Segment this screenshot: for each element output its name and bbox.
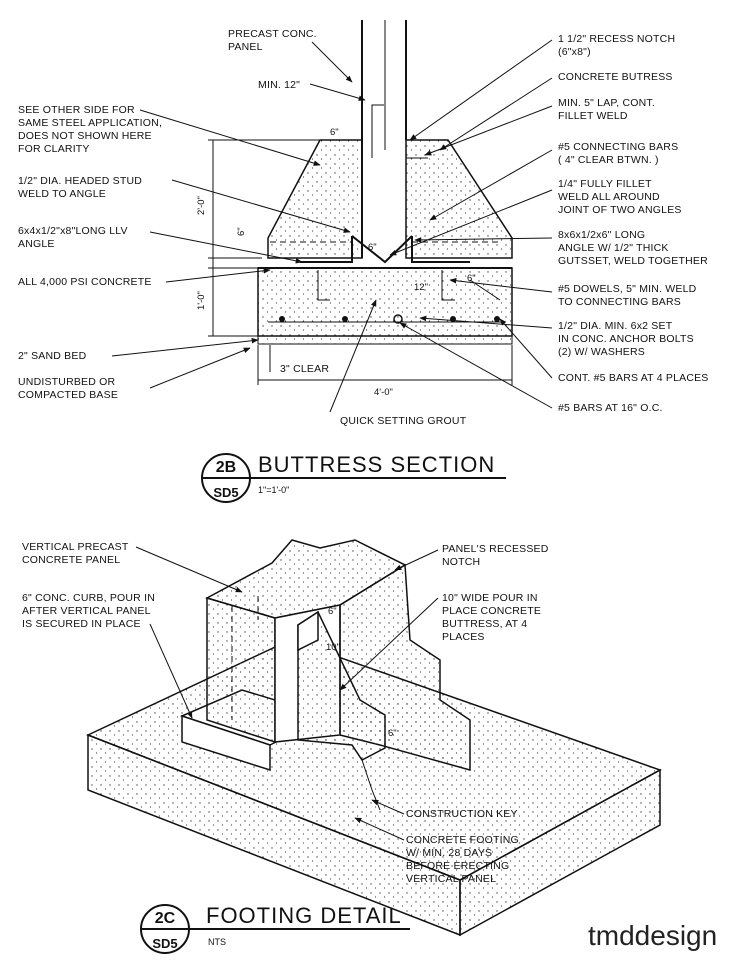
section-tag-number: 2B xyxy=(216,459,236,476)
label: PRECAST CONC. xyxy=(228,28,317,40)
label: ALL 4,000 PSI CONCRETE xyxy=(18,276,152,288)
label: CONCRETE FOOTING xyxy=(406,834,519,846)
dim-6in-bottom: 6" xyxy=(388,728,397,739)
label: NOTCH xyxy=(442,556,480,568)
label: FOR CLARITY xyxy=(18,143,90,155)
label: 1/4" FULLY FILLET xyxy=(558,178,652,190)
label: 10" WIDE POUR IN xyxy=(442,592,538,604)
label: IS SECURED IN PLACE xyxy=(22,618,141,630)
label: ANGLE W/ 1/2" THICK xyxy=(558,242,669,254)
footing-left-labels: VERTICAL PRECAST CONCRETE PANEL 6" CONC.… xyxy=(22,541,155,630)
label: GUTSSET, WELD TOGETHER xyxy=(558,255,708,267)
dim-4ft: 4'-0" xyxy=(374,387,393,398)
label: CONCRETE BUTRESS xyxy=(558,71,673,83)
dim-6in-right: 6" xyxy=(467,273,476,284)
label: SEE OTHER SIDE FOR xyxy=(18,104,135,116)
label: #5 BARS AT 16" O.C. xyxy=(558,402,663,414)
buttress-section-drawing xyxy=(111,20,553,413)
dim-6in-left: 6" xyxy=(236,227,247,236)
label: 6" CONC. CURB, POUR IN xyxy=(22,592,155,604)
label: VERTICAL PRECAST xyxy=(22,541,129,553)
label: #5 DOWELS, 5" MIN. WELD xyxy=(558,283,697,295)
section-tag-number: 2C xyxy=(155,910,176,927)
buttress-title-block: 2B SD5 BUTTRESS SECTION 1"=1'-0" xyxy=(201,452,506,503)
label: 6x4x1/2"x8"LONG LLV xyxy=(18,225,128,237)
label: 2" SAND BED xyxy=(18,350,87,362)
label: CONT. #5 BARS AT 4 PLACES xyxy=(558,372,709,384)
label: VERTICAL PANEL xyxy=(406,873,496,885)
section-tag-sheet: SD5 xyxy=(152,936,177,951)
label: (6"x8") xyxy=(558,46,591,58)
section-title: FOOTING DETAIL xyxy=(206,903,402,928)
label: AFTER VERTICAL PANEL xyxy=(22,605,151,617)
label: ANGLE xyxy=(18,238,55,250)
label: PANEL'S RECESSED xyxy=(442,543,549,555)
label: CONCRETE PANEL xyxy=(22,554,120,566)
label: WELD TO ANGLE xyxy=(18,188,106,200)
dim-1ft: 1'-0" xyxy=(196,291,207,310)
dim-12in: 12" xyxy=(414,282,428,293)
footing-detail-drawing xyxy=(86,539,662,937)
buttress-right-labels: 1 1/2" RECESS NOTCH (6"x8") CONCRETE BUT… xyxy=(558,33,709,414)
label: (2) W/ WASHERS xyxy=(558,346,645,358)
label: 3" CLEAR xyxy=(280,363,329,375)
dim-10in: 10" xyxy=(326,642,340,653)
label: PLACES xyxy=(442,631,485,643)
label: CONSTRUCTION KEY xyxy=(406,808,518,820)
section-scale: 1"=1'-0" xyxy=(258,485,289,495)
label: 8x6x1/2x6" LONG xyxy=(558,229,645,241)
label: UNDISTURBED OR xyxy=(18,376,116,388)
label: MIN. 12" xyxy=(258,79,300,91)
section-title: BUTTRESS SECTION xyxy=(258,452,495,477)
label: PLACE CONCRETE xyxy=(442,605,541,617)
label: MIN. 5" LAP, CONT. xyxy=(558,97,655,109)
label: QUICK SETTING GROUT xyxy=(340,415,467,427)
label: BUTTRESS, AT 4 xyxy=(442,618,527,630)
label: PANEL xyxy=(228,41,263,53)
section-tag-sheet: SD5 xyxy=(213,485,238,500)
dim-6in-top: 6" xyxy=(330,127,339,138)
footing-right-labels: PANEL'S RECESSED NOTCH 10" WIDE POUR IN … xyxy=(406,543,549,885)
dim-6in-mid: 6" xyxy=(368,242,377,253)
label: BEFORE ERECTING xyxy=(406,860,509,872)
section-scale: NTS xyxy=(208,937,226,947)
label: IN CONC. ANCHOR BOLTS xyxy=(558,333,694,345)
label: DOES NOT SHOWN HERE xyxy=(18,130,152,142)
dim-6in-top: 6" xyxy=(328,606,337,617)
label: #5 CONNECTING BARS xyxy=(558,141,678,153)
label: W/ MIN. 28 DAYS xyxy=(406,847,492,859)
label: WELD ALL AROUND xyxy=(558,191,660,203)
label: 1/2" DIA. MIN. 6x2 SET xyxy=(558,320,673,332)
brand-logo: tmddesign xyxy=(588,920,717,951)
label: ( 4" CLEAR BTWN. ) xyxy=(558,154,659,166)
label: JOINT OF TWO ANGLES xyxy=(558,204,682,216)
label: 1 1/2" RECESS NOTCH xyxy=(558,33,675,45)
footing-title-block: 2C SD5 FOOTING DETAIL NTS xyxy=(140,903,410,954)
label: COMPACTED BASE xyxy=(18,389,118,401)
label: TO CONNECTING BARS xyxy=(558,296,681,308)
label: FILLET WELD xyxy=(558,110,628,122)
label: 1/2" DIA. HEADED STUD xyxy=(18,175,142,187)
dim-2ft: 2'-0" xyxy=(196,196,207,215)
label: SAME STEEL APPLICATION, xyxy=(18,117,162,129)
buttress-left-labels: PRECAST CONC. PANEL MIN. 12" SEE OTHER S… xyxy=(18,28,467,427)
